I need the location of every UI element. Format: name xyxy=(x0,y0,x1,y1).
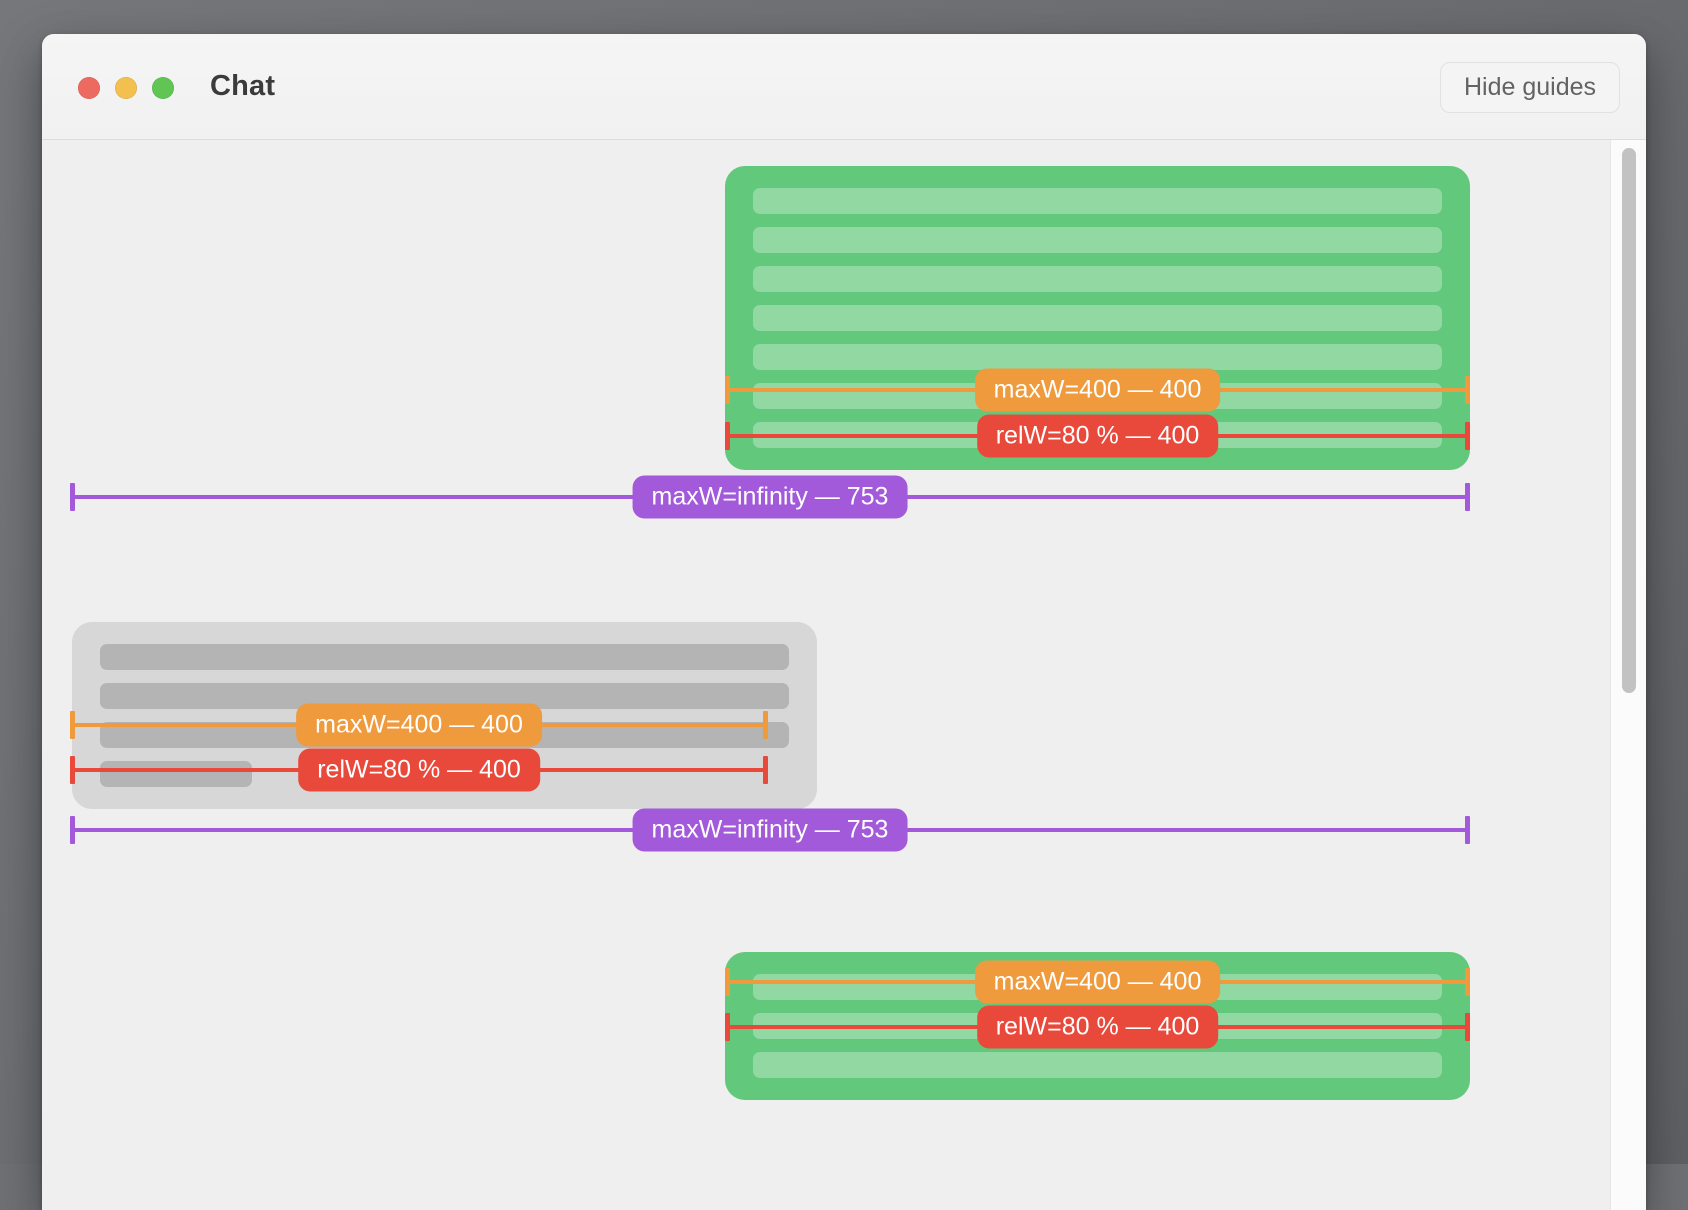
text-placeholder-line xyxy=(100,761,252,787)
text-placeholder-line xyxy=(753,1052,1442,1078)
guide-label: maxW=400 — 400 xyxy=(975,961,1221,1004)
guide-cap-left xyxy=(725,968,730,996)
guide-label: maxW=infinity — 753 xyxy=(633,476,908,519)
text-placeholder-line xyxy=(753,305,1442,331)
chat-scroll-area[interactable]: maxW=400 — 400 relW=80 % — 400 maxW=infi… xyxy=(42,140,1646,1210)
guide-label: maxW=400 — 400 xyxy=(975,369,1221,412)
guide-cap-right xyxy=(1465,1013,1470,1041)
window-title: Chat xyxy=(210,70,275,103)
text-placeholder-line xyxy=(100,644,789,670)
chat-window: Chat Hide guides maxW=400 — 400 xyxy=(42,34,1646,1210)
guide-cap-right xyxy=(1465,483,1470,511)
guide-label: relW=80 % — 400 xyxy=(977,415,1219,458)
scrollbar-track[interactable] xyxy=(1618,148,1638,1202)
guide-label: maxW=infinity — 753 xyxy=(633,809,908,852)
guide-cap-right xyxy=(1465,376,1470,404)
guide-cap-right xyxy=(1465,968,1470,996)
guide-cap-left xyxy=(70,483,75,511)
guide-cap-right xyxy=(763,756,768,784)
chat-message-list: maxW=400 — 400 relW=80 % — 400 maxW=infi… xyxy=(42,140,1646,1210)
zoom-button[interactable] xyxy=(152,77,174,99)
guide-label: relW=80 % — 400 xyxy=(977,1006,1219,1049)
text-placeholder-line xyxy=(753,344,1442,370)
guide-cap-right xyxy=(763,711,768,739)
guide-cap-right xyxy=(1465,422,1470,450)
text-placeholder-line xyxy=(753,266,1442,292)
guide-label: maxW=400 — 400 xyxy=(296,704,542,747)
guide-cap-left xyxy=(725,422,730,450)
window-titlebar: Chat Hide guides xyxy=(42,34,1646,140)
guide-cap-left xyxy=(70,711,75,739)
guide-cap-left xyxy=(725,376,730,404)
scrollbar-thumb[interactable] xyxy=(1622,148,1636,693)
guide-cap-left xyxy=(725,1013,730,1041)
minimize-button[interactable] xyxy=(115,77,137,99)
hide-guides-button[interactable]: Hide guides xyxy=(1440,62,1620,113)
close-button[interactable] xyxy=(78,77,100,99)
guide-cap-left xyxy=(70,756,75,784)
guide-cap-right xyxy=(1465,816,1470,844)
text-placeholder-line xyxy=(753,188,1442,214)
guide-label: relW=80 % — 400 xyxy=(298,749,540,792)
traffic-light-group xyxy=(78,77,174,99)
text-placeholder-line xyxy=(753,227,1442,253)
guide-cap-left xyxy=(70,816,75,844)
